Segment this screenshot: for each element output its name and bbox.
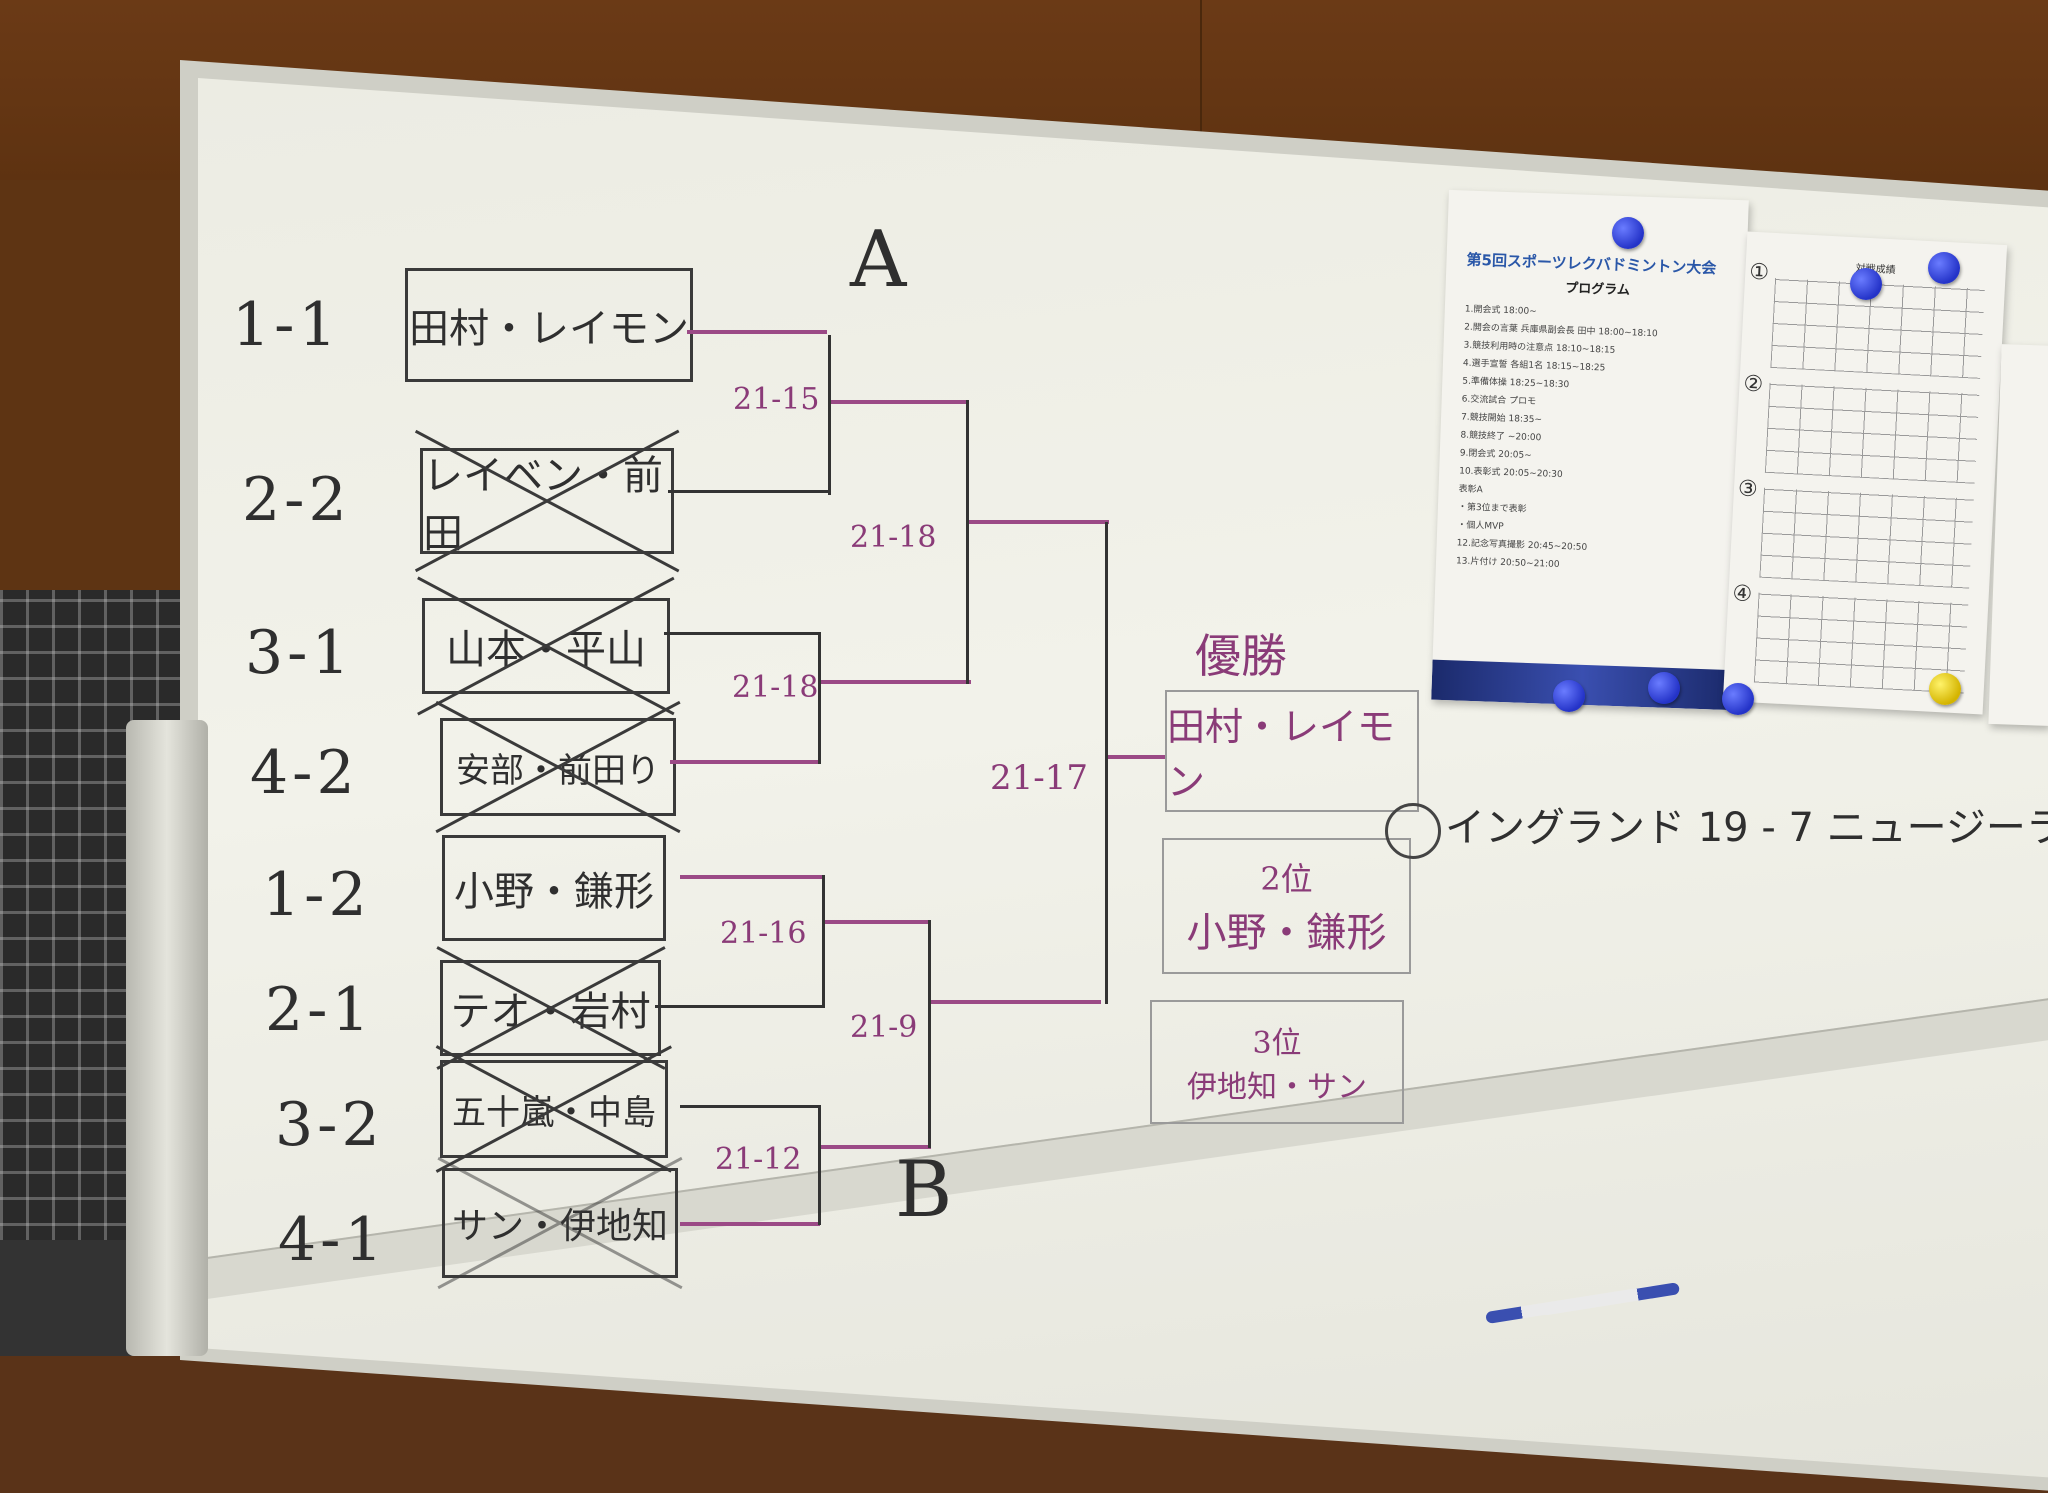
bracket-line [687, 330, 827, 334]
program-sheet: 第5回スポーツレクバドミントン大会 プログラム 1.開会式 18:00~ 2.開… [1431, 189, 1749, 711]
match-score: 21-9 [850, 1010, 918, 1045]
bracket-line [818, 1105, 821, 1225]
magnet-icon [1722, 683, 1754, 715]
seed-label: 4-1 [278, 1205, 387, 1275]
seed-label: 1-1 [232, 290, 341, 360]
winner-label: 優勝 [1195, 629, 1287, 683]
wall-seam [1200, 0, 1202, 200]
match-score: 21-15 [733, 382, 820, 417]
team-name: サン・伊地知 [451, 1206, 668, 1247]
team-name: 小野・鎌形 [454, 869, 654, 915]
team-box-winner: 田村・レイモン [405, 268, 693, 382]
match-score: 21-16 [720, 916, 807, 951]
bracket-line [931, 1000, 1101, 1004]
match-score: 21-18 [850, 520, 937, 555]
bracket-line [818, 632, 821, 764]
third-place-team: 伊地知・サン [1187, 1070, 1367, 1105]
seed-label: 2-2 [242, 465, 351, 535]
team-name: 五十嵐・中島 [452, 1092, 656, 1133]
bracket-line [680, 1222, 820, 1226]
bracket-line [670, 760, 820, 764]
bracket-line [1105, 522, 1108, 1004]
score-grid [1759, 487, 1974, 589]
team-name: テオ・岩村 [450, 989, 651, 1035]
bracket-line [668, 490, 828, 493]
magnet-icon [1928, 252, 1960, 284]
team-name: 安部・前田り [456, 750, 660, 791]
team-box-eliminated: 五十嵐・中島 [440, 1060, 668, 1158]
score-grid [1764, 382, 1980, 484]
third-place-label: 3位 [1252, 1026, 1302, 1061]
magnet-icon [1612, 217, 1644, 249]
bracket-line [664, 632, 819, 635]
bracket-line [680, 1105, 820, 1108]
wall-panel-left [0, 180, 200, 600]
magnet-icon [1648, 672, 1680, 704]
bracket-a-label: A [850, 215, 907, 305]
team-name: 田村・レイモン [409, 306, 689, 352]
group-number: ④ [1731, 581, 1753, 608]
bracket-line [821, 1145, 931, 1149]
whiteboard-stand [126, 720, 208, 1356]
team-box-eliminated: 安部・前田り [440, 718, 676, 816]
team-name: 山本・平山 [446, 627, 646, 673]
team-box-runner-up: 小野・鎌形 [442, 835, 666, 941]
bracket-line [831, 400, 966, 404]
seed-label: 2-1 [265, 975, 374, 1045]
program-subtitle: プログラム [1565, 281, 1631, 299]
bracket-line [1108, 755, 1166, 759]
magnet-icon [1850, 268, 1882, 300]
seed-label: 4-2 [250, 738, 359, 808]
group-number: ② [1742, 371, 1764, 398]
bracket-line [822, 875, 825, 1008]
team-box-eliminated: レイベン・前田 [420, 448, 674, 557]
match-score: 21-18 [732, 670, 819, 705]
circle-mark [1385, 803, 1441, 859]
seed-label: 3-2 [275, 1090, 384, 1160]
team-box-eliminated: テオ・岩村 [440, 960, 661, 1056]
bracket-line [825, 920, 930, 924]
bracket-b-label: B [895, 1145, 953, 1235]
third-place-box: 3位 伊地知・サン [1150, 1000, 1404, 1124]
bracket-line [969, 520, 1109, 524]
second-place-team: 小野・鎌形 [1186, 910, 1387, 956]
bracket-line [928, 920, 931, 1148]
score-sheet: 対戦成績 ① ② ③ ④ [1722, 231, 2008, 715]
magnet-icon [1929, 673, 1961, 705]
rugby-score-note: イングランド 19 - 7 ニュージーランド [1445, 805, 2048, 851]
team-box-third-place: サン・伊地知 [442, 1168, 678, 1278]
second-place-box: 2位 小野・鎌形 [1162, 838, 1411, 974]
match-score: 21-17 [990, 758, 1089, 798]
bracket-line [828, 335, 831, 495]
bracket-line [821, 680, 971, 684]
match-score: 21-12 [715, 1142, 802, 1177]
group-number: ① [1748, 259, 1770, 286]
bracket-line [966, 400, 969, 684]
winner-team: 田村・レイモン [1167, 705, 1396, 804]
winner-box: 田村・レイモン [1165, 690, 1419, 812]
second-place-label: 2位 [1260, 860, 1313, 898]
group-number: ③ [1737, 476, 1759, 503]
magnet-icon [1553, 680, 1585, 712]
bracket-line [680, 875, 825, 879]
team-box-eliminated: 山本・平山 [422, 598, 670, 694]
seed-label: 3-1 [245, 618, 354, 688]
bracket-line [655, 1005, 825, 1008]
team-name: レイベン・前田 [423, 453, 663, 557]
seed-label: 1-2 [262, 860, 371, 930]
